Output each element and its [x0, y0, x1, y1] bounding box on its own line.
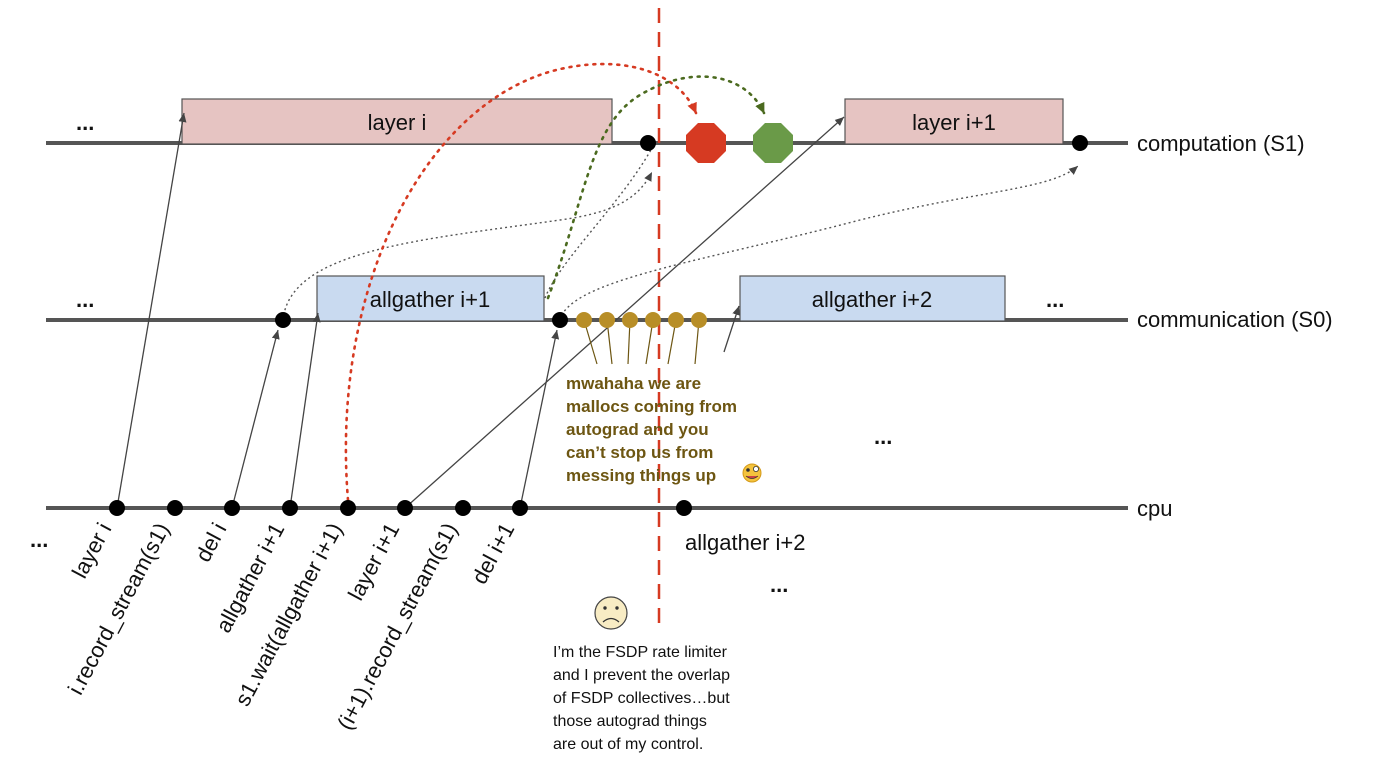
ellipsis-computation: ...	[76, 110, 94, 135]
malloc-note-line: mallocs coming from	[566, 397, 737, 416]
communication-event-dot	[275, 312, 291, 328]
cpu-op-dot	[282, 500, 298, 516]
communication-event-dot	[552, 312, 568, 328]
arrow-allgather-i1	[289, 312, 321, 509]
cpu-op-dot	[167, 500, 183, 516]
cpu-lane-label: cpu	[1137, 496, 1172, 521]
cpu-op-dot	[109, 500, 125, 516]
rate-limiter-annotation: I’m the FSDP rate limiter and I prevent …	[553, 644, 730, 753]
limiter-note-line: those autograd things	[553, 713, 707, 730]
ellipsis-cpu-right: ...	[770, 572, 788, 597]
red-wait-curve	[344, 62, 698, 502]
malloc-dot	[691, 312, 707, 328]
malloc-dot	[645, 312, 661, 328]
limiter-note-line: of FSDP collectives…but	[553, 690, 730, 707]
malloc-note-line: messing things up	[566, 466, 716, 485]
layer-i1-block	[844, 98, 1064, 145]
arrow-del-i1	[519, 329, 560, 509]
ellipsis-cpu-left: ...	[30, 527, 48, 552]
arrow-layer-i1	[404, 116, 845, 509]
malloc-dot	[622, 312, 638, 328]
computation-event-dot	[640, 135, 656, 151]
layer-i1-label: layer i+1	[912, 110, 996, 135]
sad-face-icon	[594, 596, 628, 630]
allgather-i1-block	[316, 275, 545, 322]
cpu-op-label-allgather-i2: allgather i+2	[685, 530, 805, 555]
green-wait-curve	[546, 75, 766, 300]
dep-curve-2	[544, 147, 653, 299]
ellipsis-middle: ...	[874, 424, 892, 449]
dep-curve-1	[282, 171, 653, 321]
communication-lane-label: communication (S0)	[1137, 307, 1333, 332]
allgather-i2-label: allgather i+2	[812, 287, 932, 312]
ellipsis-communication-left: ...	[76, 287, 94, 312]
cpu-op-label-layer-i: layer i	[67, 519, 117, 583]
malloc-annotation: mwahaha we are mallocs coming from autog…	[566, 374, 737, 485]
arrow-del-i	[231, 329, 280, 509]
allgather-i1-label: allgather i+1	[370, 287, 490, 312]
malloc-note-line: can’t stop us from	[566, 443, 713, 462]
cpu-op-dot	[676, 500, 692, 516]
ellipsis-communication-right: ...	[1046, 287, 1064, 312]
green-stop-octagon	[753, 123, 793, 163]
cpu-op-dot	[397, 500, 413, 516]
layer-i-label: layer i	[368, 110, 427, 135]
cpu-op-dot	[512, 500, 528, 516]
limiter-note-line: I’m the FSDP rate limiter	[553, 644, 728, 661]
computation-lane-label: computation (S1)	[1137, 131, 1305, 156]
cpu-op-label-s1-wait: s1.wait(allgather i+1)	[230, 519, 348, 711]
layer-i-block	[181, 98, 613, 145]
malloc-dot	[576, 312, 592, 328]
cpu-op-label-record-stream-i1: (i+1).record_stream(s1)	[332, 519, 462, 734]
malloc-dot	[599, 312, 615, 328]
limiter-note-line: and I prevent the overlap	[553, 667, 730, 684]
cpu-op-label-del-i: del i	[190, 519, 231, 566]
cpu-op-dot	[455, 500, 471, 516]
malloc-note-line: autograd and you	[566, 420, 709, 439]
malloc-dot	[668, 312, 684, 328]
limiter-note-line: are out of my control.	[553, 736, 703, 753]
malloc-note-line: mwahaha we are	[566, 374, 701, 393]
cpu-op-dot	[340, 500, 356, 516]
arrow-layer-i	[116, 112, 187, 509]
allgather-i2-block	[739, 275, 1006, 322]
cpu-op-label-del-i1: del i+1	[467, 519, 520, 589]
malloc-dots	[576, 312, 707, 365]
cpu-op-label-layer-i1: layer i+1	[343, 519, 404, 605]
red-stop-octagon	[686, 123, 726, 163]
crazy-face-emoji-icon	[742, 463, 762, 483]
cpu-op-dot	[224, 500, 240, 516]
computation-event-dot	[1072, 135, 1088, 151]
arrow-allgather-i2	[723, 305, 741, 353]
